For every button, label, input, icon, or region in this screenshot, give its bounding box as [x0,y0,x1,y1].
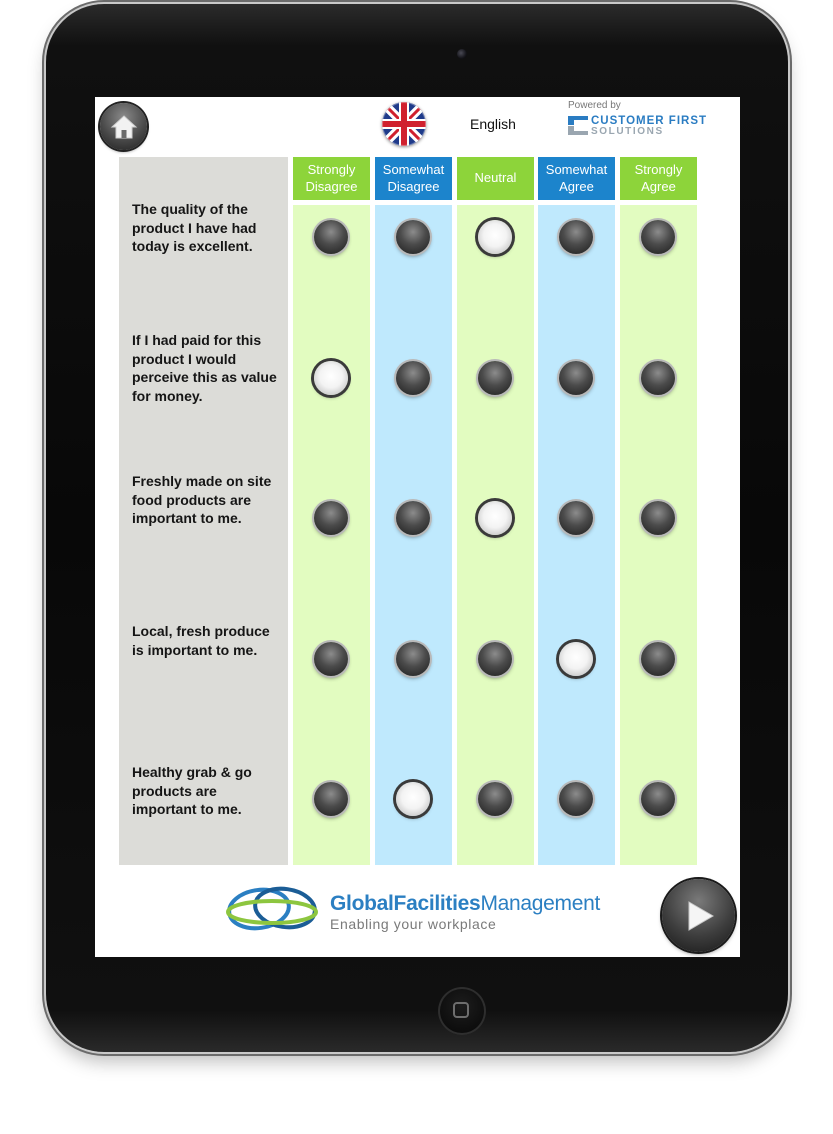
option-column-somewhat-agree: Somewhat Agree [538,157,615,865]
option-column-strongly-agree: Strongly Agree [620,157,697,865]
radio-q4-somewhat-disagree[interactable] [396,642,430,676]
gfm-word-management: Management [480,892,601,915]
global-facilities-management-logo: GlobalFacilitiesManagement Enabling your… [223,878,623,942]
radio-q2-strongly-agree[interactable] [641,361,675,395]
question-2: If I had paid for this product I would p… [132,332,277,404]
radio-q4-somewhat-agree[interactable] [559,642,593,676]
powered-by-text: Powered by [568,100,621,111]
questions-column: The quality of the product I have had to… [119,157,288,865]
front-camera [457,49,467,59]
home-button[interactable] [100,103,147,150]
gfm-word-global: Global [330,892,394,915]
radio-q2-somewhat-disagree[interactable] [396,361,430,395]
radio-q5-strongly-agree[interactable] [641,782,675,816]
radio-q3-somewhat-disagree[interactable] [396,501,430,535]
option-band [293,205,370,865]
radio-q4-strongly-agree[interactable] [641,642,675,676]
question-5: Healthy grab & go products are important… [132,764,252,817]
radio-q5-neutral[interactable] [478,782,512,816]
gfm-rings-logo-icon [226,886,318,931]
powered-by-logo: Powered by CUSTOMER FIRST SOLUTIONS [568,100,738,140]
header-strongly-agree: Strongly Agree [620,157,697,200]
option-band [620,205,697,865]
brand-line-2: SOLUTIONS [591,126,664,137]
radio-q5-strongly-disagree[interactable] [314,782,348,816]
play-arrow-icon [688,900,714,931]
gfm-title: GlobalFacilitiesManagement [330,892,600,916]
option-column-neutral: Neutral [457,157,534,865]
question-1: The quality of the product I have had to… [132,201,257,254]
radio-q1-neutral[interactable] [478,220,512,254]
uk-flag-icon[interactable] [382,102,426,146]
question-4: Local, fresh produce is important to me. [132,623,270,658]
header-neutral: Neutral [457,157,534,200]
radio-q5-somewhat-disagree[interactable] [396,782,430,816]
radio-q4-neutral[interactable] [478,642,512,676]
header-somewhat-disagree: Somewhat Disagree [375,157,452,200]
option-band [375,205,452,865]
header-strongly-disagree: Strongly Disagree [293,157,370,200]
header-somewhat-agree: Somewhat Agree [538,157,615,200]
radio-q3-somewhat-agree[interactable] [559,501,593,535]
radio-q1-strongly-agree[interactable] [641,220,675,254]
radio-q1-somewhat-agree[interactable] [559,220,593,254]
language-label[interactable]: English [470,116,516,132]
option-column-strongly-disagree: Strongly Disagree [293,157,370,865]
radio-q2-strongly-disagree[interactable] [314,361,348,395]
survey-screen: English Powered by CUSTOMER FIRST SOLUTI… [95,97,740,957]
radio-q4-strongly-disagree[interactable] [314,642,348,676]
brand-line-1: CUSTOMER FIRST [591,115,708,127]
radio-q2-neutral[interactable] [478,361,512,395]
radio-q3-neutral[interactable] [478,501,512,535]
radio-q1-strongly-disagree[interactable] [314,220,348,254]
option-column-somewhat-disagree: Somewhat Disagree [375,157,452,865]
gfm-tagline: Enabling your workplace [330,916,497,932]
radio-q3-strongly-agree[interactable] [641,501,675,535]
option-band [538,205,615,865]
customer-first-logo-icon [568,116,588,135]
radio-q3-strongly-disagree[interactable] [314,501,348,535]
next-button[interactable] [662,879,735,952]
gfm-word-facilities: Facilities [393,892,481,915]
option-band [457,205,534,865]
radio-q5-somewhat-agree[interactable] [559,782,593,816]
home-icon [110,114,137,138]
question-3: Freshly made on site food products are i… [132,473,272,526]
hardware-home-button[interactable] [438,987,486,1035]
radio-q2-somewhat-agree[interactable] [559,361,593,395]
radio-q1-somewhat-disagree[interactable] [396,220,430,254]
